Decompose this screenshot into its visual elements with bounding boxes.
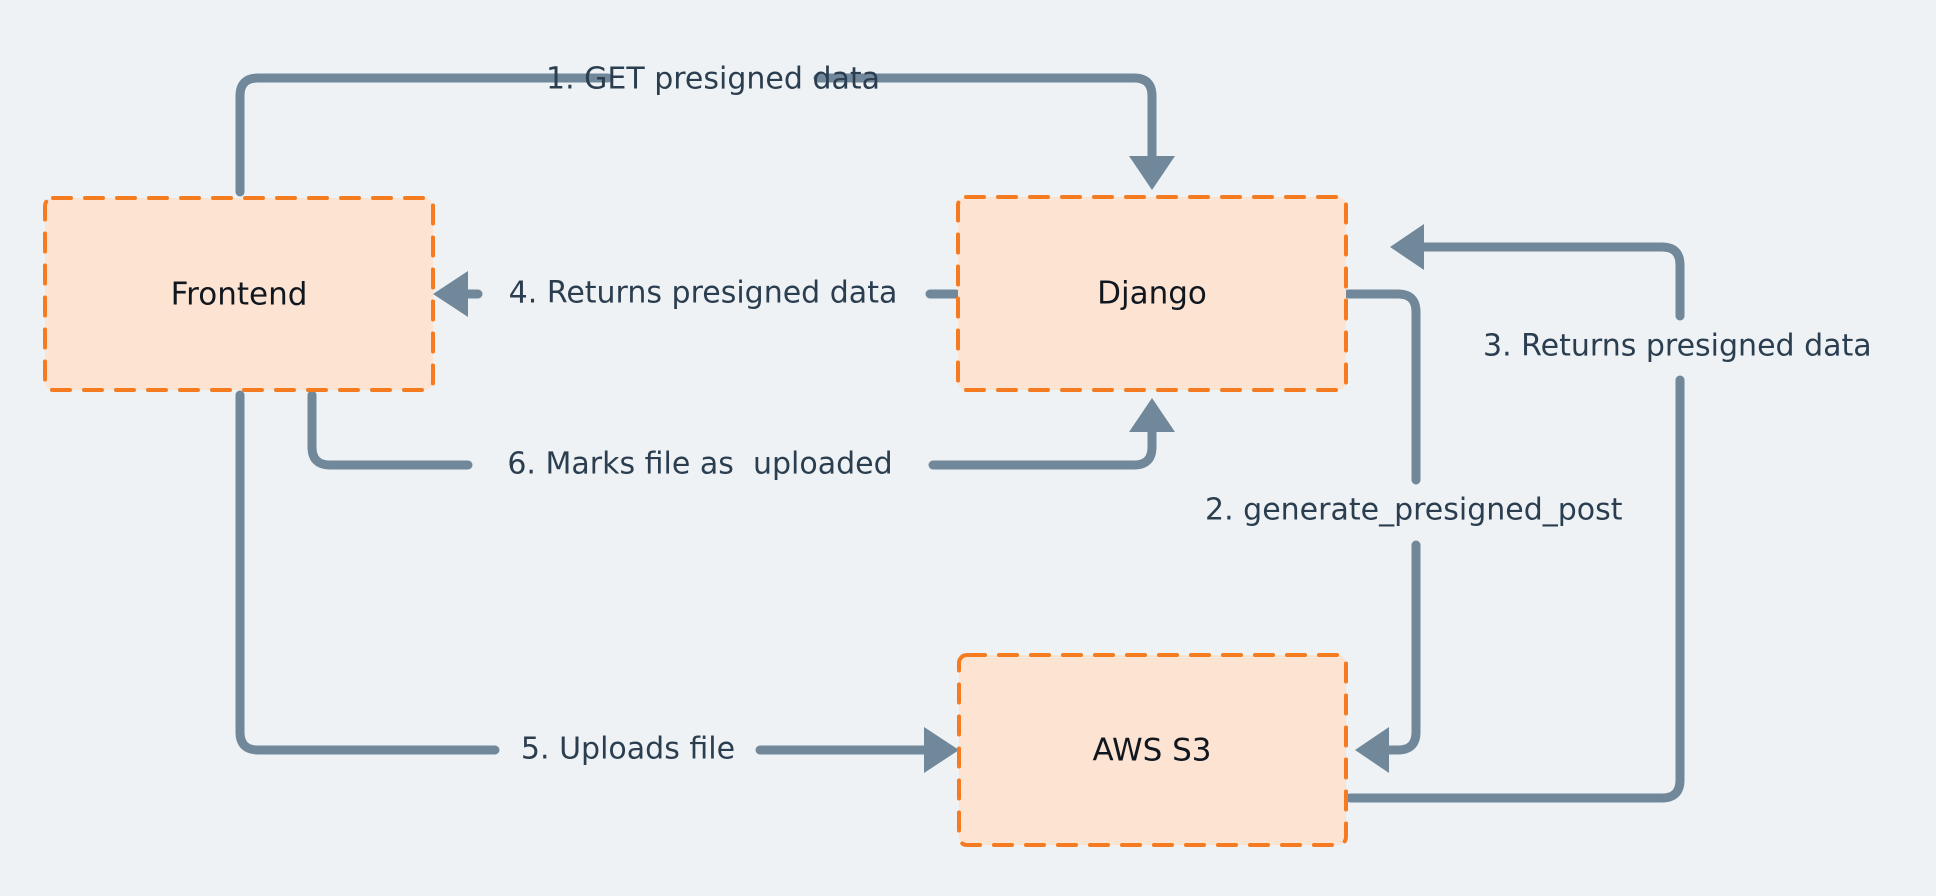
edge-5-arrowhead (924, 727, 959, 773)
edge-6-arrowhead (1129, 398, 1175, 432)
edge-3-arrowhead (1390, 224, 1424, 270)
edge-2-generate-presigned-post: 2. generate_presigned_post (1205, 289, 1623, 773)
node-frontend[interactable]: Frontend (43, 196, 435, 392)
edge-4-arrowhead (433, 271, 468, 317)
edge-5-path-start (235, 390, 500, 755)
node-django-label: Django (1097, 276, 1207, 312)
edge-5-label: 5. Uploads file (521, 732, 735, 767)
node-aws-s3[interactable]: AWS S3 (957, 653, 1348, 847)
edge-1-path (235, 73, 1157, 197)
node-aws-s3-box[interactable] (957, 653, 1348, 847)
edge-2-arrowhead (1355, 727, 1389, 773)
edge-6-path-start (307, 390, 473, 470)
edge-2-label: 2. generate_presigned_post (1205, 493, 1623, 528)
edge-3-returns-presigned-data: 3. Returns presigned data (1345, 224, 1872, 803)
edge-2-path (1343, 289, 1421, 755)
edge-5-uploads-file: 5. Uploads file (235, 390, 959, 773)
edge-6-label: 6. Marks file as uploaded (507, 447, 892, 482)
node-django-box[interactable] (956, 195, 1348, 392)
node-frontend-label: Frontend (171, 277, 308, 313)
edge-6-marks-file-as-uploaded: 6. Marks file as uploaded (307, 390, 1175, 482)
edge-6-path-end (928, 423, 1157, 470)
node-aws-s3-label: AWS S3 (1092, 733, 1211, 769)
edge-1-get-presigned-data: 1. GET presigned data (235, 62, 1175, 197)
edge-1-label: 1. GET presigned data (546, 62, 880, 97)
node-django[interactable]: Django (956, 195, 1348, 392)
edge-4-returns-presigned-data: 4. Returns presigned data (433, 271, 961, 317)
node-frontend-box[interactable] (43, 196, 435, 392)
edge-3-path (1345, 242, 1685, 803)
edge-4-label: 4. Returns presigned data (509, 276, 898, 311)
edge-3-label: 3. Returns presigned data (1483, 329, 1872, 364)
edge-1-arrowhead (1129, 156, 1175, 190)
